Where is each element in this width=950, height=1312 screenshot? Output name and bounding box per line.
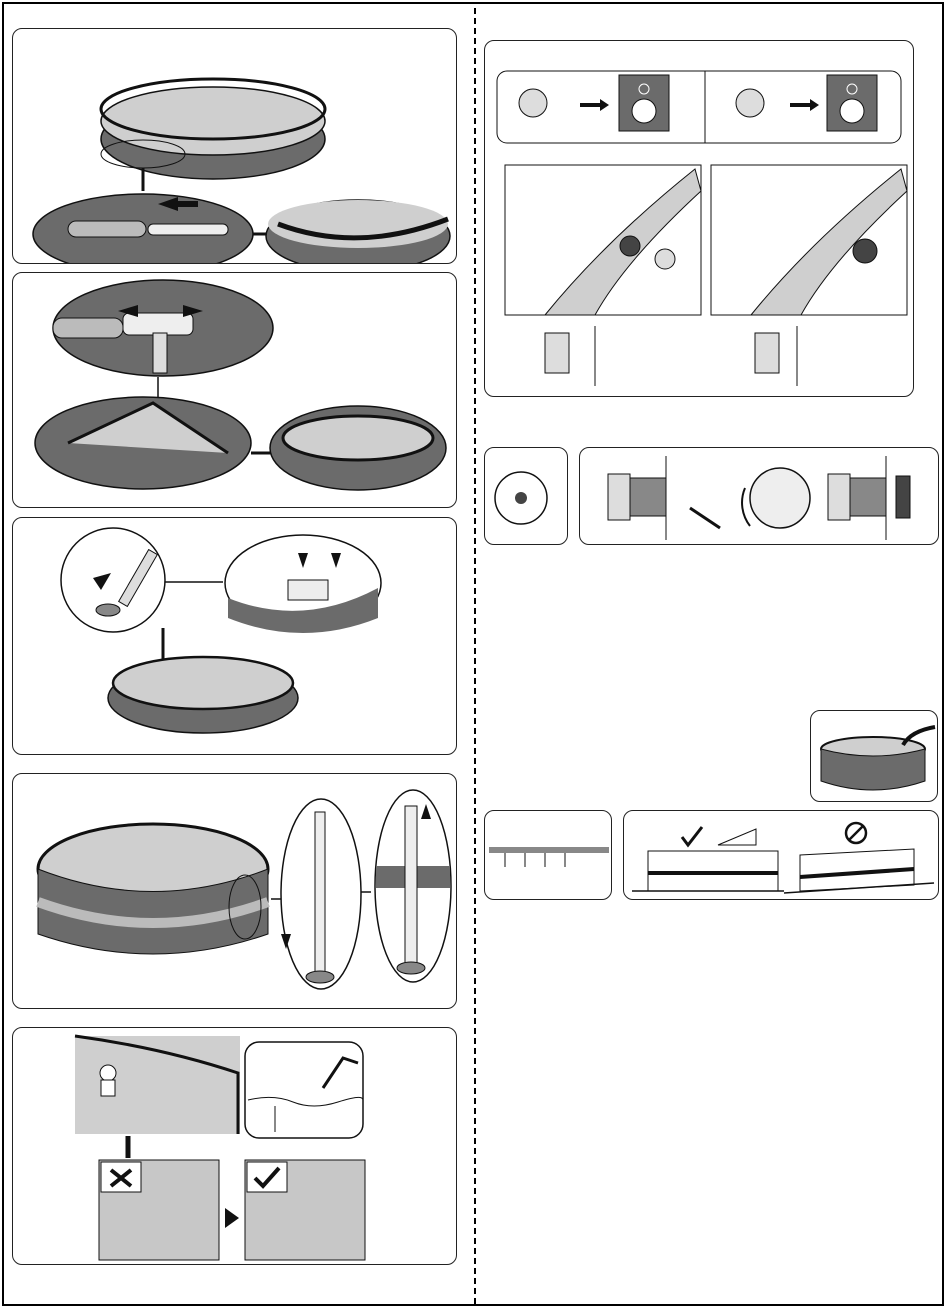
strainer-front-illustration bbox=[485, 448, 568, 545]
water-line-illustration bbox=[485, 811, 612, 900]
strainer-front-panel bbox=[484, 447, 568, 545]
water-line-panel bbox=[484, 810, 612, 900]
strainer-tighten-illustration bbox=[580, 448, 939, 545]
step-3-panel bbox=[12, 517, 457, 755]
check-icon bbox=[682, 827, 702, 845]
step-1-panel bbox=[12, 28, 457, 264]
ground-level-illustration bbox=[624, 811, 939, 900]
step-5-panel bbox=[12, 1027, 457, 1265]
step-4-illustration bbox=[13, 774, 457, 1009]
ground-level-panel bbox=[623, 810, 939, 900]
step-4-panel bbox=[12, 773, 457, 1009]
arrow-right-icon bbox=[225, 1208, 239, 1228]
step-5-illustration bbox=[13, 1028, 457, 1265]
step-2-panel bbox=[12, 272, 457, 508]
pool-filling-illustration bbox=[811, 711, 938, 802]
step-3-illustration bbox=[13, 518, 457, 755]
step-2-illustration bbox=[13, 273, 457, 508]
strainer-tighten-panel bbox=[579, 447, 939, 545]
pool-filling-panel bbox=[810, 710, 938, 802]
column-divider bbox=[474, 8, 476, 1304]
step-1-illustration bbox=[13, 29, 457, 264]
strainer-connector-panel bbox=[484, 40, 914, 397]
strainer-connector-illustration bbox=[485, 41, 914, 397]
